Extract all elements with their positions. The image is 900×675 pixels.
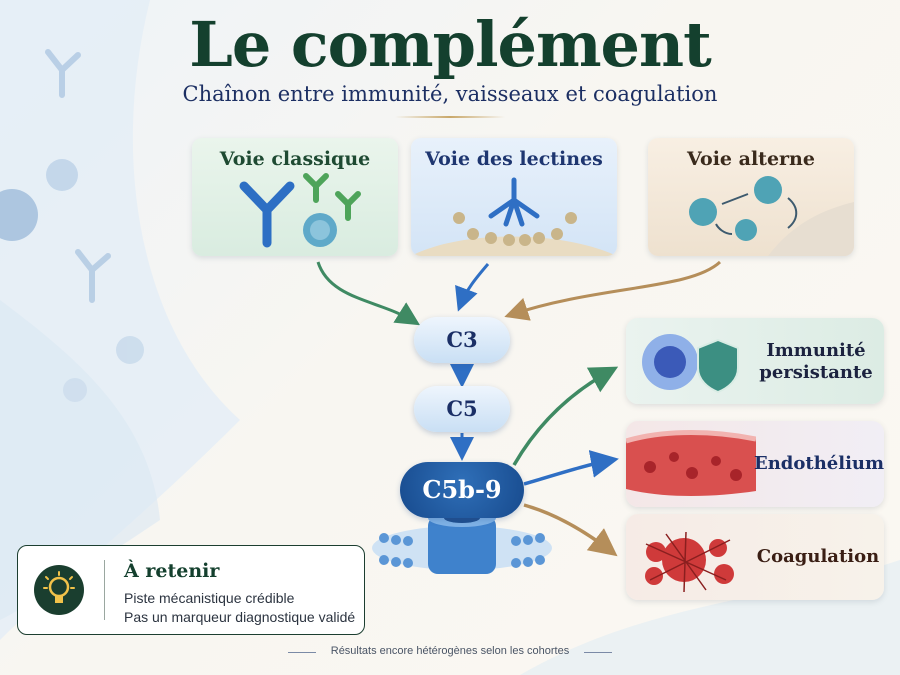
arrow-lectines-c3 [455, 263, 490, 312]
outcome-label: Immunité persistante [759, 340, 873, 383]
lightbulb-icon [34, 565, 84, 615]
title-divider [395, 116, 505, 118]
takeaway-line: Pas un marqueur diagnostique validé [124, 609, 356, 625]
membrane-pore-icon [372, 509, 552, 574]
lectin-icon [411, 177, 617, 256]
pathway-label: Voie alterne [687, 148, 815, 170]
outcome-endothelium: Endothélium [626, 421, 884, 507]
blood-vessel-icon [626, 430, 756, 496]
arrow-to-coagulation [523, 503, 618, 557]
pathway-label: Voie des lectines [425, 148, 603, 170]
cascade-c3: C3 [414, 317, 510, 363]
pathway-card-classique: Voie classique [192, 138, 398, 256]
footnote: Résultats encore hétérogènes selon les c… [330, 645, 570, 657]
arrow-alterne-c3 [504, 260, 722, 321]
outcome-coagulation: Coagulation [626, 514, 884, 600]
blood-clot-icon [645, 531, 734, 593]
footnote-rule-right [584, 652, 612, 653]
virus-icon [0, 159, 144, 402]
pathway-card-alterne: Voie alterne [648, 138, 854, 256]
immune-cell-icon [642, 334, 698, 390]
outcome-immunite: Immunité persistante [626, 318, 884, 404]
outcome-label: Coagulation [756, 546, 880, 567]
takeaway-box: À retenir Piste mécanistique crédible Pa… [17, 545, 365, 635]
alt-complement-icon [689, 176, 854, 256]
cascade-c5: C5 [414, 386, 510, 432]
arrow-classique-c3 [316, 261, 421, 326]
arrow-to-endothelium [523, 450, 619, 486]
cascade-c5b9: C5b-9 [400, 462, 524, 518]
antibody-icon [45, 49, 111, 303]
antibody-icon [239, 173, 361, 248]
takeaway-divider [104, 560, 105, 620]
outcome-label: Endothélium [754, 453, 884, 474]
pathway-label: Voie classique [219, 148, 371, 170]
takeaway-line: Piste mécanistique crédible [124, 590, 295, 606]
page-title: Le complément [189, 8, 711, 81]
shield-icon [697, 338, 739, 394]
pathway-card-lectines: Voie des lectines [411, 138, 617, 256]
virus-icon [303, 213, 337, 247]
page-subtitle: Chaînon entre immunité, vaisseaux et coa… [182, 82, 718, 106]
arrow-to-immunite [512, 366, 619, 466]
takeaway-title: À retenir [124, 560, 220, 582]
footnote-rule-left [288, 652, 316, 653]
